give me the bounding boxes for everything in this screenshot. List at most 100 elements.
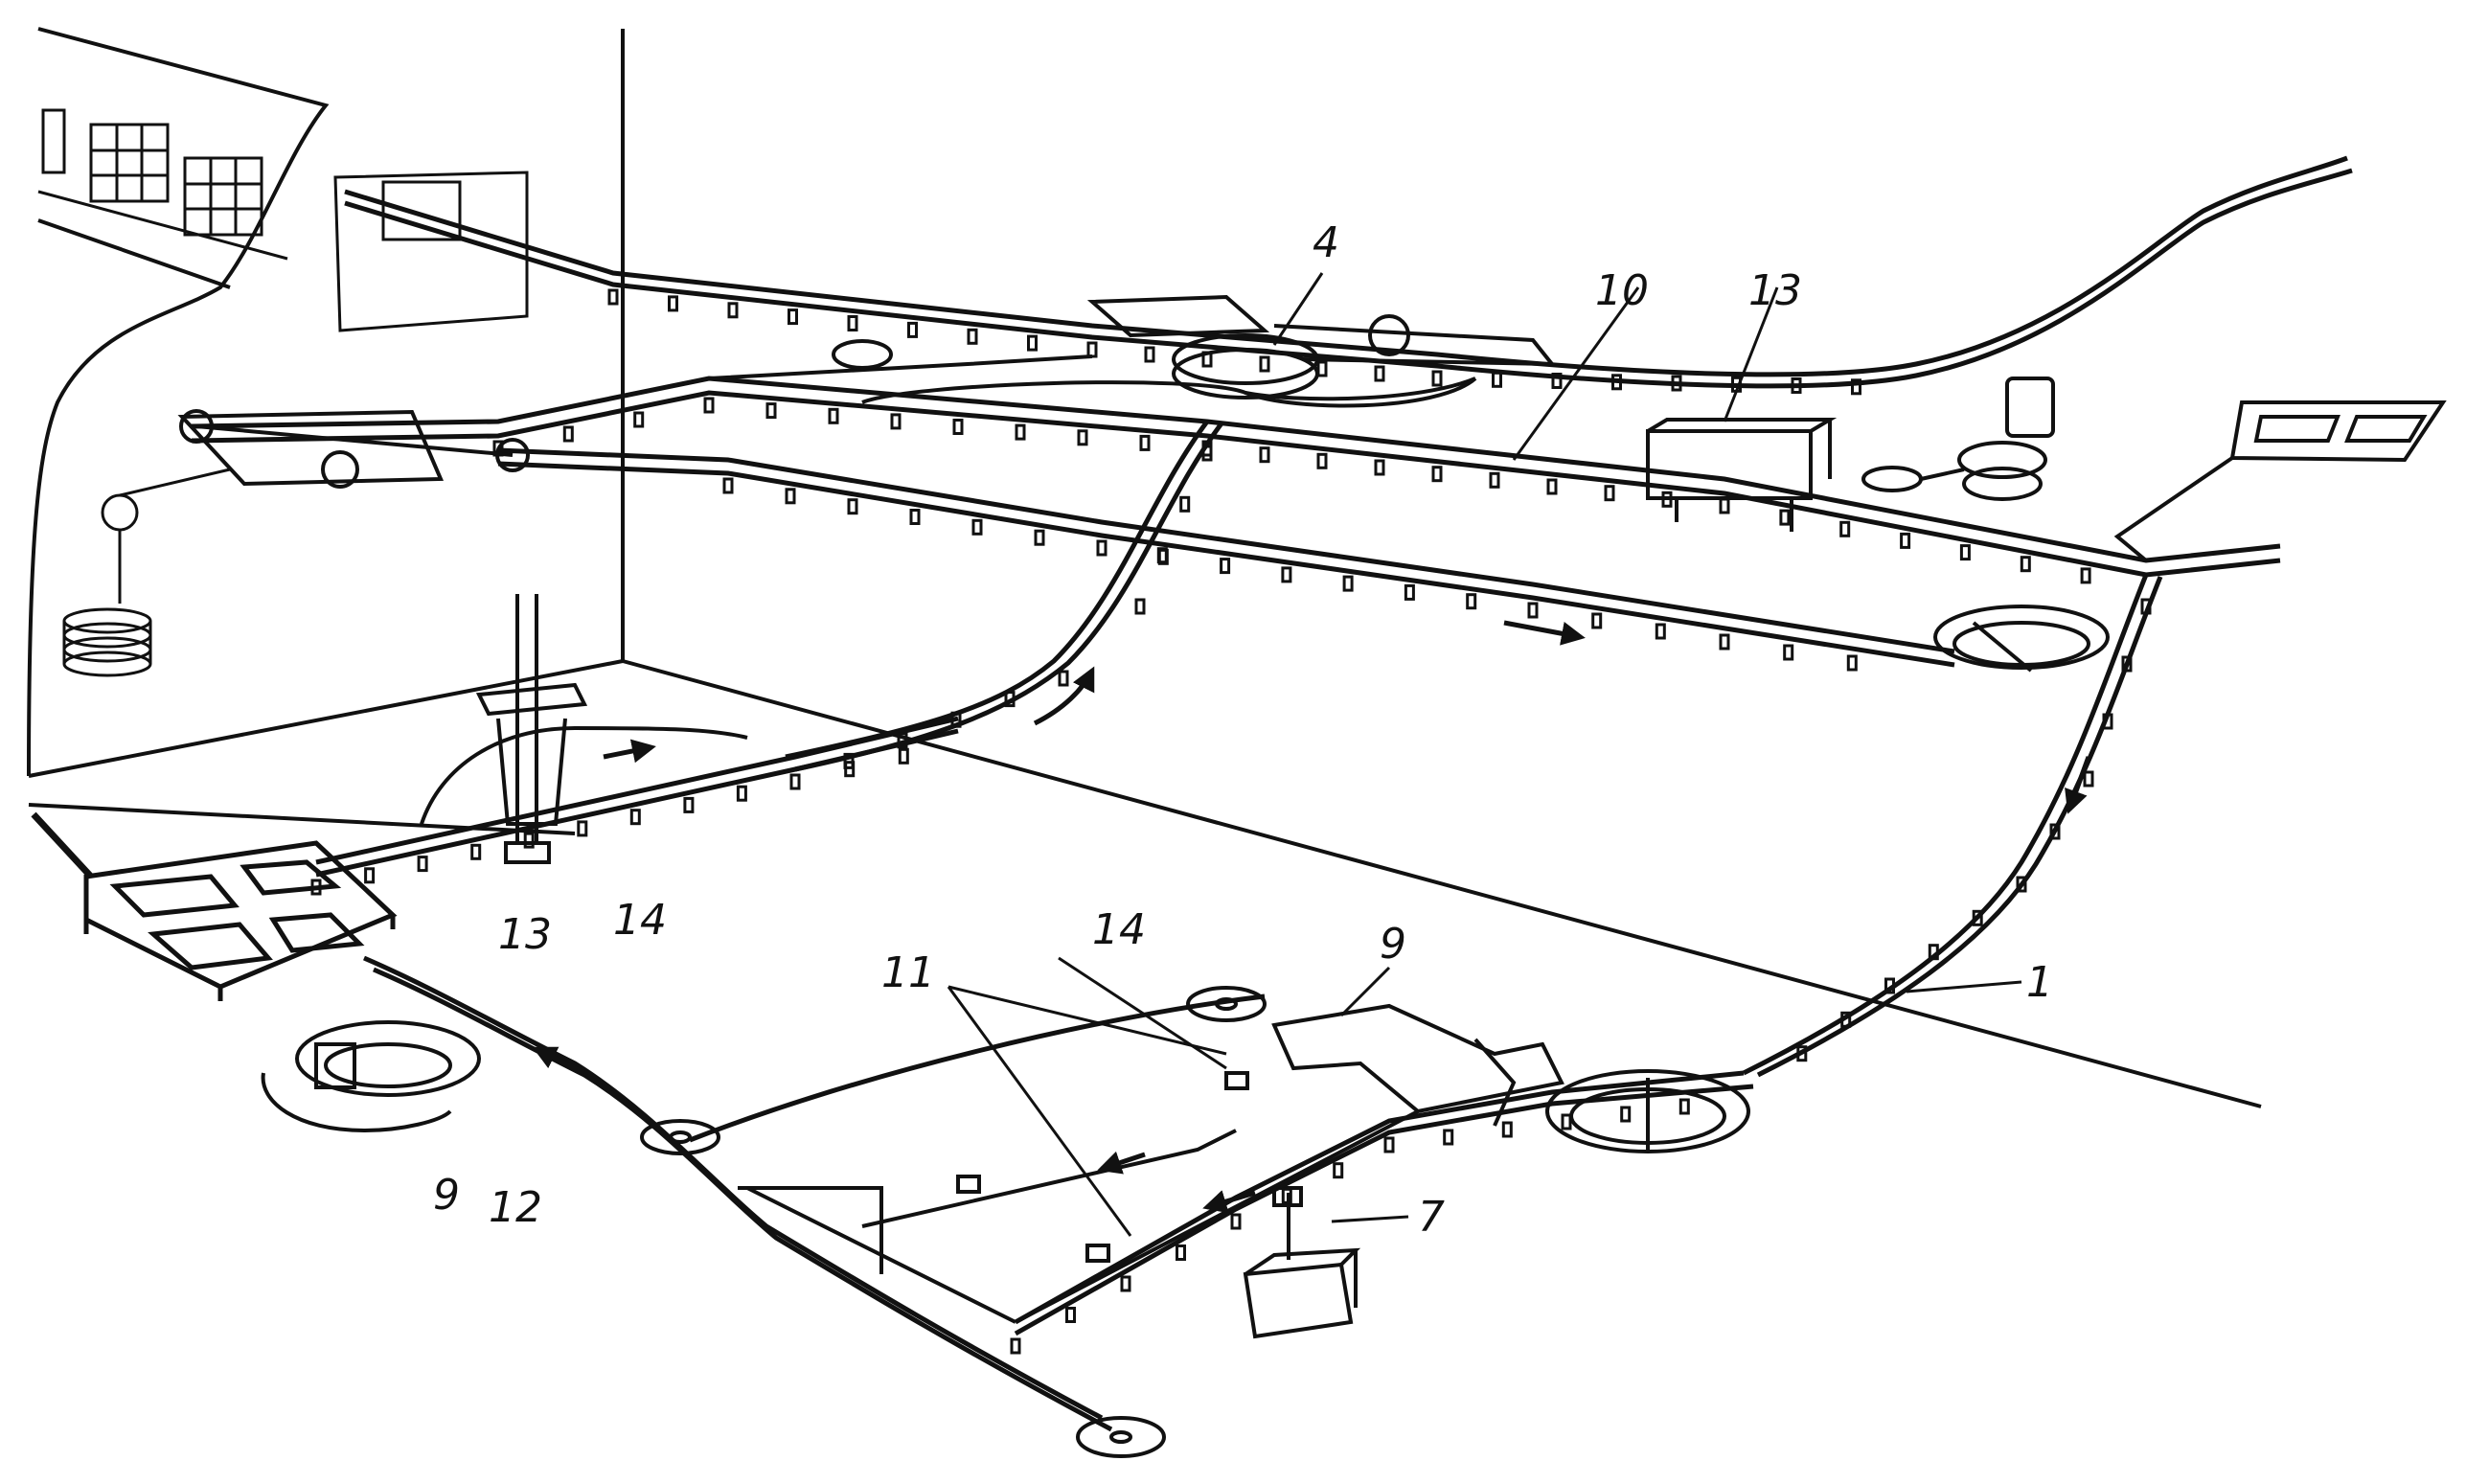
chain-carrier bbox=[1900, 532, 1911, 549]
chain-carrier bbox=[1796, 1045, 1808, 1062]
label-1: 1 bbox=[2026, 958, 2053, 1007]
chain-carrier bbox=[1139, 434, 1151, 451]
label-14-left: 14 bbox=[613, 896, 667, 945]
chain-carrier bbox=[2102, 713, 2113, 730]
chain-carrier bbox=[950, 711, 962, 728]
chain-carrier bbox=[890, 413, 902, 430]
chain-carrier bbox=[1466, 593, 1477, 610]
chain-carrier bbox=[1671, 375, 1682, 392]
chain-carrier bbox=[1316, 452, 1328, 469]
chain-carrier bbox=[1489, 471, 1500, 489]
idler-wheels-lower bbox=[640, 986, 1267, 1458]
chain-carrier bbox=[788, 308, 798, 326]
take-up-unit-13-top bbox=[1646, 418, 1838, 532]
chain-carrier bbox=[562, 425, 574, 443]
chain-carrier bbox=[1077, 429, 1088, 446]
chain-carrier bbox=[1010, 1337, 1021, 1355]
chain-carrier bbox=[1561, 1113, 1572, 1130]
chain-carriers-lower bbox=[310, 445, 2152, 1355]
chain-carrier bbox=[1281, 566, 1292, 583]
drive-unit-icon bbox=[1086, 294, 1557, 401]
chain-carrier bbox=[1604, 485, 1615, 502]
counterweight-icon bbox=[62, 468, 231, 677]
rails-11 bbox=[738, 1071, 1419, 1324]
chain-carrier bbox=[1655, 623, 1666, 640]
chain-carrier bbox=[2016, 876, 2027, 893]
chain-carrier bbox=[1201, 445, 1213, 462]
chain-carrier bbox=[1431, 370, 1443, 387]
chain-carrier bbox=[1065, 1307, 1076, 1323]
chain-carrier bbox=[1120, 1275, 1131, 1292]
chain-carrier bbox=[843, 752, 855, 769]
chain-carrier bbox=[967, 328, 978, 345]
label-4: 4 bbox=[1313, 218, 1339, 267]
chain-carrier bbox=[1719, 497, 1730, 514]
chain-carrier bbox=[736, 785, 747, 802]
floor-line bbox=[28, 659, 2262, 1108]
chain-carrier bbox=[1928, 944, 1939, 961]
chain-carrier bbox=[828, 407, 839, 424]
chain-carrier bbox=[1611, 374, 1622, 391]
chain-carrier bbox=[897, 732, 908, 749]
upper-track-front bbox=[497, 447, 1955, 668]
chain-carrier bbox=[1501, 1121, 1513, 1138]
tension-weight-7 bbox=[1243, 1186, 1361, 1339]
chain-carrier bbox=[417, 856, 428, 873]
chain-carrier bbox=[1840, 1011, 1852, 1028]
lower-right-frame bbox=[1271, 1003, 1564, 1127]
chain-carrier bbox=[1551, 373, 1563, 389]
chain-carrier bbox=[1096, 539, 1107, 557]
chain-carrier bbox=[633, 411, 645, 428]
chain-carrier bbox=[1176, 1244, 1186, 1261]
label-9-right: 9 bbox=[1380, 920, 1406, 969]
chain-carrier bbox=[683, 796, 695, 813]
chain-carrier bbox=[1884, 977, 1895, 994]
chain-carrier bbox=[722, 477, 734, 494]
chain-carrier bbox=[364, 867, 376, 884]
label-9-left: 9 bbox=[433, 1171, 460, 1220]
chain-carrier bbox=[1719, 633, 1730, 651]
chain-carrier bbox=[1374, 365, 1385, 382]
chain-carrier bbox=[1779, 509, 1791, 526]
chain-carrier bbox=[847, 498, 858, 515]
chain-carrier bbox=[310, 879, 322, 896]
chain-carrier bbox=[1134, 598, 1146, 615]
chain-carrier bbox=[1443, 1129, 1454, 1146]
chain-carrier bbox=[1316, 360, 1328, 377]
chain-carrier bbox=[1144, 346, 1155, 363]
label-14-mid: 14 bbox=[1092, 905, 1146, 954]
chain-carrier bbox=[1791, 377, 1802, 394]
chain-carrier bbox=[1383, 1136, 1395, 1153]
direction-arrow-icon bbox=[532, 620, 2091, 1214]
chain-carrier bbox=[789, 773, 801, 790]
inner-loop bbox=[708, 339, 1477, 408]
turn-wheel-upper-right bbox=[1933, 605, 2110, 673]
chain-carrier bbox=[1058, 670, 1069, 687]
chain-carrier bbox=[1851, 378, 1861, 396]
chain-carrier bbox=[668, 295, 678, 312]
label-10: 10 bbox=[1595, 266, 1649, 315]
label-12: 12 bbox=[489, 1183, 542, 1232]
chain-carrier bbox=[1342, 575, 1354, 592]
chain-carrier bbox=[907, 321, 918, 338]
chain-carrier bbox=[909, 509, 921, 525]
chain-carrier bbox=[1620, 1106, 1632, 1123]
chain-carrier bbox=[470, 843, 482, 860]
building-wall bbox=[27, 27, 625, 778]
label-11: 11 bbox=[881, 948, 935, 997]
lower-loop bbox=[315, 716, 1754, 1432]
chain-carrier bbox=[1546, 478, 1558, 495]
chain-carrier bbox=[1374, 459, 1385, 476]
label-13-top: 13 bbox=[1748, 266, 1802, 315]
chain-carrier bbox=[2140, 598, 2152, 615]
label-leaders bbox=[947, 272, 2022, 1237]
right-frame bbox=[2113, 400, 2447, 562]
upper-track-back bbox=[344, 155, 2353, 389]
loading-frame bbox=[31, 811, 398, 1001]
chain-carrier bbox=[1678, 1098, 1690, 1115]
chain-carrier bbox=[785, 488, 796, 505]
building-windows bbox=[41, 108, 263, 237]
chain-carrier bbox=[1959, 544, 1971, 561]
chain-carrier bbox=[1230, 1213, 1242, 1230]
